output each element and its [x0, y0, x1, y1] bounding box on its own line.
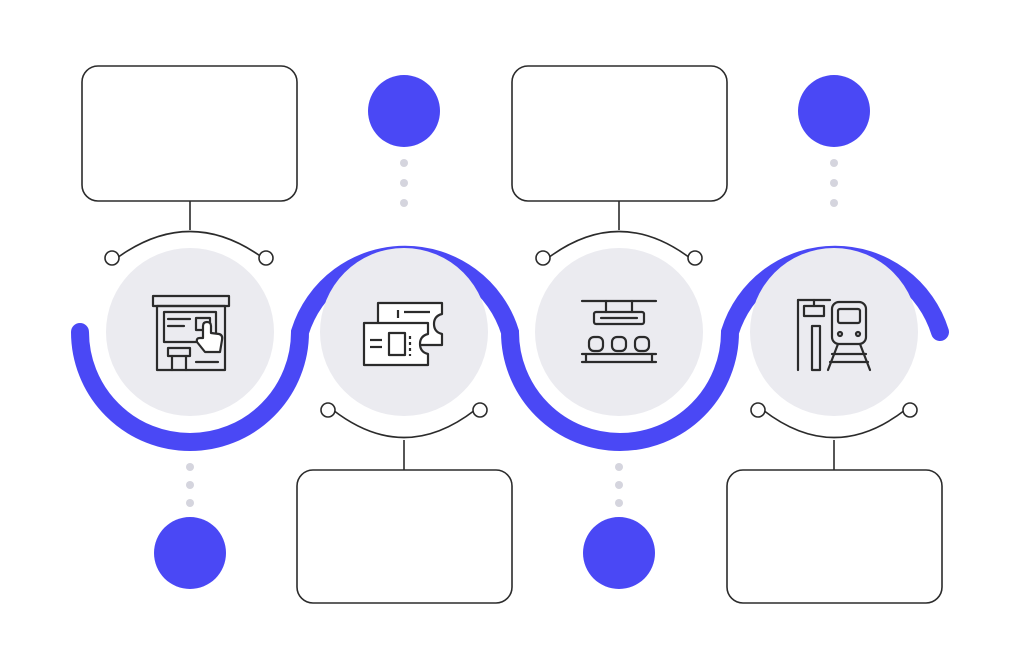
leader-dot	[615, 499, 623, 507]
wavy-timeline-path	[71, 245, 949, 451]
step-3-icon-disc	[535, 248, 703, 416]
step-1-dotted-leader	[186, 463, 194, 507]
step-1-connector-arc	[116, 230, 264, 259]
step-1	[81, 65, 298, 589]
step-3-marker-circle	[583, 517, 655, 589]
leader-dot	[400, 199, 408, 207]
step-4-text-box	[726, 469, 943, 604]
step-3-arc-end-left	[535, 250, 551, 266]
leader-dot	[615, 481, 623, 489]
step-4	[726, 75, 943, 604]
step-3-arc-end-right	[687, 250, 703, 266]
train-platform-icon	[796, 298, 872, 372]
step-4-icon-disc	[750, 248, 918, 416]
step-2-arc-end-right	[472, 402, 488, 418]
step-4-arc-end-right	[902, 402, 918, 418]
leader-dot	[830, 179, 838, 187]
step-1-text-box	[81, 65, 298, 202]
leader-dot	[186, 463, 194, 471]
step-3-connector-arc	[547, 230, 691, 259]
step-4-connector-arc	[762, 409, 906, 439]
step-1-icon-disc	[106, 248, 274, 416]
step-2-marker-circle	[368, 75, 440, 147]
leader-dot	[186, 499, 194, 507]
step-1-arc-end-right	[258, 250, 274, 266]
step-4-dotted-leader	[830, 159, 838, 207]
waiting-room-seats-icon	[580, 299, 658, 364]
step-3-dotted-leader	[615, 463, 623, 507]
leader-dot	[400, 179, 408, 187]
ticket-kiosk-icon	[151, 294, 231, 372]
step-2-text-box	[296, 469, 513, 604]
leader-dot	[830, 159, 838, 167]
leader-dot	[830, 199, 838, 207]
step-3-text-box	[511, 65, 728, 202]
step-3	[511, 65, 728, 589]
step-4-marker-circle	[798, 75, 870, 147]
step-2-arc-end-left	[320, 402, 336, 418]
step-4-arc-end-left	[750, 402, 766, 418]
train-tickets-icon	[362, 301, 444, 367]
step-2-dotted-leader	[400, 159, 408, 207]
leader-dot	[186, 481, 194, 489]
step-2-connector-arc	[332, 409, 476, 439]
step-2	[296, 75, 513, 604]
step-1-arc-end-left	[104, 250, 120, 266]
leader-dot	[400, 159, 408, 167]
step-1-marker-circle	[154, 517, 226, 589]
leader-dot	[615, 463, 623, 471]
